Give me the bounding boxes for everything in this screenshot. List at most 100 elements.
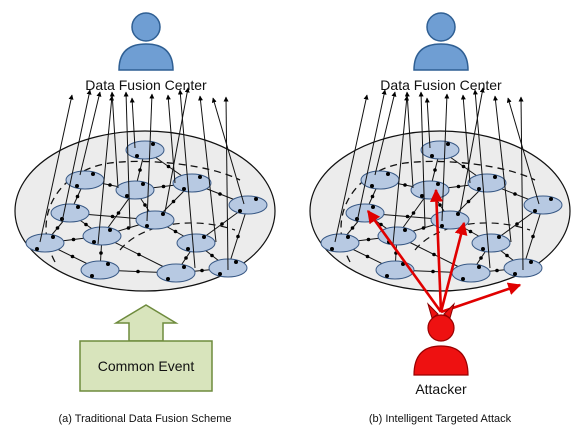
- report-arrow: [424, 97, 431, 149]
- junction-dot: [436, 182, 440, 186]
- junction-dot: [145, 224, 149, 228]
- junction-dot: [440, 224, 444, 228]
- junction-dot: [386, 172, 390, 176]
- junction-dot: [365, 254, 370, 259]
- junction-dot: [330, 247, 334, 251]
- junction-dot: [108, 228, 112, 232]
- junction-dot: [143, 203, 147, 207]
- junction-dot: [370, 184, 374, 188]
- junction-dot: [456, 184, 461, 189]
- data-fusion-center-icon: [118, 12, 174, 71]
- report-arrow: [129, 97, 136, 149]
- report-arrow: [356, 89, 387, 223]
- sensor-network: [25, 87, 268, 283]
- attack-arrow: [440, 282, 522, 314]
- junction-dot: [161, 212, 165, 216]
- junction-dot: [371, 205, 375, 209]
- junction-dot: [549, 197, 553, 201]
- junction-dot: [91, 172, 95, 176]
- junction-dot: [99, 251, 103, 255]
- junction-dot: [92, 240, 96, 244]
- report-arrow: [97, 95, 115, 245]
- report-arrow: [164, 87, 190, 213]
- junction-dot: [108, 183, 112, 187]
- sensor-node: [80, 260, 120, 280]
- report-arrow: [223, 96, 229, 271]
- junction-dot: [182, 265, 186, 269]
- junction-dot: [461, 164, 466, 169]
- junction-dot: [75, 184, 79, 188]
- report-arrow: [459, 87, 485, 213]
- junction-dot: [254, 197, 258, 201]
- junction-dot: [238, 209, 242, 213]
- report-arrow: [404, 91, 414, 189]
- report-arrow: [211, 97, 245, 205]
- report-arrow: [198, 95, 217, 243]
- sensor-node: [176, 233, 216, 253]
- junction-dot: [403, 183, 407, 187]
- junction-dot: [421, 226, 426, 230]
- junction-dot: [125, 194, 129, 198]
- junction-dot: [138, 168, 142, 172]
- report-arrow: [506, 97, 540, 205]
- junction-dot: [477, 187, 481, 191]
- junction-dot: [71, 237, 76, 242]
- caption-a: (a) Traditional Data Fusion Scheme: [58, 413, 231, 425]
- junction-dot: [438, 203, 442, 207]
- junction-dot: [533, 209, 537, 213]
- sensor-node: [115, 180, 155, 200]
- junction-dot: [505, 253, 509, 258]
- attacker-label: Attacker: [415, 381, 467, 397]
- junction-dot: [350, 226, 355, 230]
- sensor-node: [523, 195, 563, 215]
- sensor-network: [320, 87, 563, 314]
- common-event-label: Common Event: [98, 358, 195, 374]
- caption-b: (b) Intelligent Targeted Attack: [369, 413, 512, 425]
- junction-dot: [513, 272, 517, 276]
- junction-dot: [411, 211, 416, 215]
- dashed-path: [340, 160, 536, 263]
- data-fusion-center-label: Data Fusion Center: [380, 77, 502, 93]
- attacker-devil-icon: [413, 302, 469, 376]
- junction-dot: [137, 252, 141, 257]
- junction-dot: [184, 256, 188, 260]
- junction-dot: [210, 253, 214, 258]
- sensor-node: [135, 210, 175, 230]
- junction-dot: [479, 256, 483, 260]
- junction-dot: [531, 234, 535, 239]
- sensor-node: [377, 226, 417, 246]
- junction-dot: [135, 154, 139, 158]
- junction-dot: [106, 262, 110, 266]
- sensor-node: [375, 260, 415, 280]
- junction-dot: [126, 226, 131, 230]
- junction-dot: [55, 226, 60, 230]
- data-fusion-center-icon: [413, 12, 469, 71]
- report-arrow: [109, 91, 119, 189]
- junction-dot: [234, 260, 238, 264]
- junction-dot: [166, 164, 171, 169]
- sensor-node: [451, 263, 491, 283]
- sensor-node: [50, 203, 90, 223]
- junction-dot: [370, 194, 375, 199]
- junction-dot: [75, 194, 80, 199]
- junction-dot: [141, 182, 145, 186]
- report-arrow: [165, 94, 176, 184]
- junction-dot: [403, 228, 407, 232]
- junction-dot: [466, 199, 471, 204]
- junction-dot: [405, 214, 410, 219]
- panel-b: Data Fusion Center Attacker (b) Intellig…: [309, 12, 571, 425]
- common-event-arrow-icon: [79, 304, 213, 392]
- sensor-node: [467, 173, 507, 193]
- junction-dot: [166, 277, 170, 281]
- junction-dot: [90, 274, 94, 278]
- sensor-node: [156, 263, 196, 283]
- junction-dot: [35, 247, 39, 251]
- junction-dot: [497, 235, 501, 239]
- junction-dot: [456, 212, 460, 216]
- junction-dot: [481, 247, 485, 251]
- junction-dot: [477, 265, 481, 269]
- junction-dot: [110, 214, 115, 219]
- junction-dot: [200, 268, 204, 273]
- junction-dot: [136, 269, 140, 274]
- junction-dot: [468, 229, 473, 234]
